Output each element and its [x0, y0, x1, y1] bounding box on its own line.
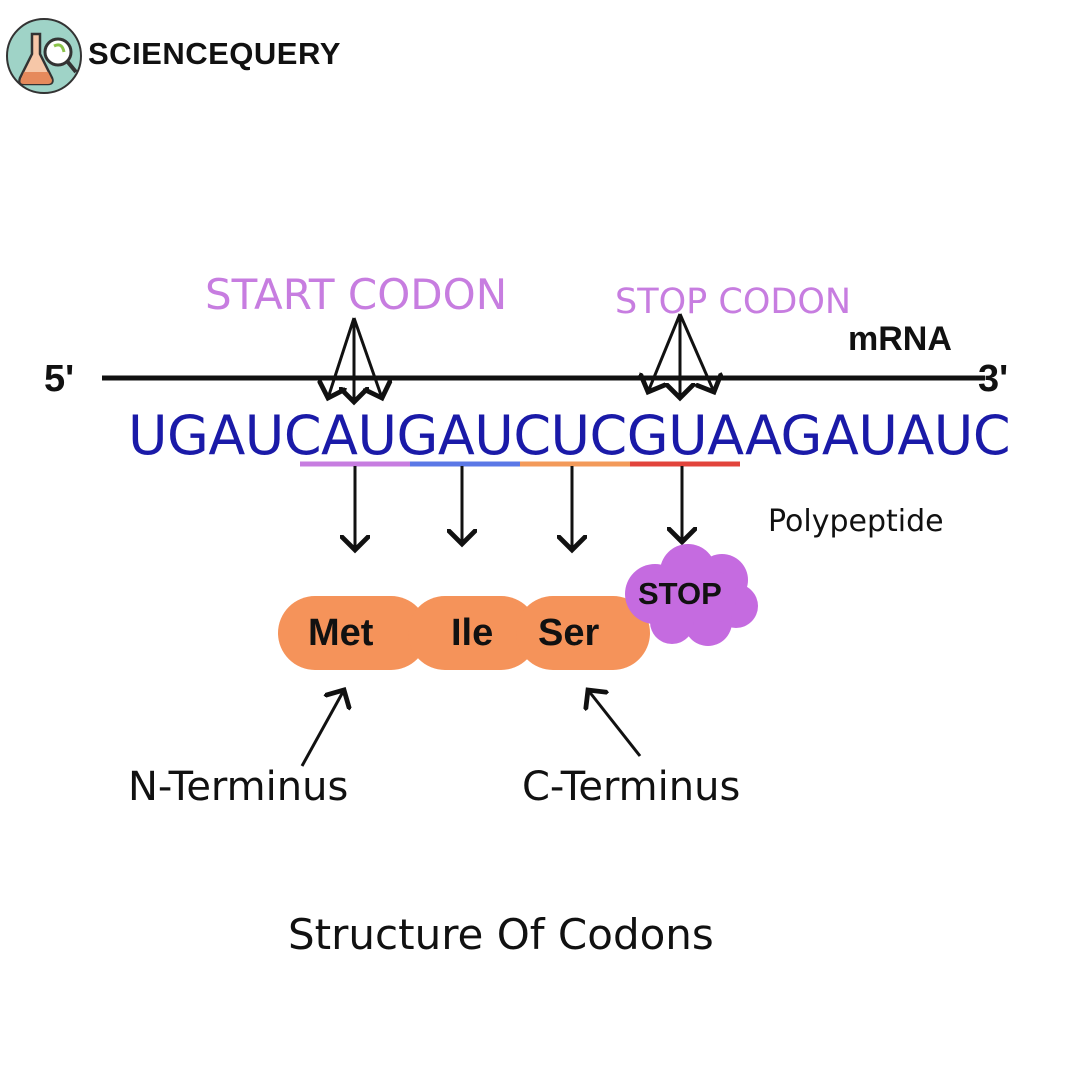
- diagram-caption: Structure Of Codons: [288, 910, 714, 959]
- start-codon-arrows: [328, 317, 382, 402]
- stop-codon-arrows: [648, 313, 714, 398]
- stop-cloud: [625, 544, 758, 646]
- mrna-sequence: UGAUCAUGAUCUCGUAAGAUAUC: [128, 404, 1011, 467]
- amino-acid-ile-label: Ile: [451, 612, 494, 654]
- n-terminus-arrow: [300, 690, 344, 767]
- five-prime-label: 5': [44, 358, 75, 400]
- translation-arrows: [355, 466, 682, 550]
- n-terminus-label: N-Terminus: [128, 764, 349, 810]
- stop-label: STOP: [638, 576, 722, 611]
- amino-acid-met: [278, 596, 428, 670]
- start-codon-label: START CODON: [205, 270, 508, 319]
- amino-acid-ser: [516, 596, 650, 670]
- brand-name: SCIENCEQUERY: [88, 36, 341, 71]
- amino-acid-ser-label: Ser: [538, 612, 600, 654]
- mrna-label: mRNA: [848, 320, 952, 358]
- stop-codon-label: STOP CODON: [615, 282, 852, 322]
- c-terminus-label: C-Terminus: [522, 764, 741, 810]
- polypeptide-label: Polypeptide: [768, 504, 944, 539]
- polypeptide-chain: [278, 596, 650, 670]
- amino-acid-ile: [408, 596, 538, 670]
- amino-acid-met-label: Met: [308, 612, 374, 654]
- c-terminus-arrow: [588, 690, 642, 757]
- flask-magnifier-logo-icon: [6, 18, 82, 94]
